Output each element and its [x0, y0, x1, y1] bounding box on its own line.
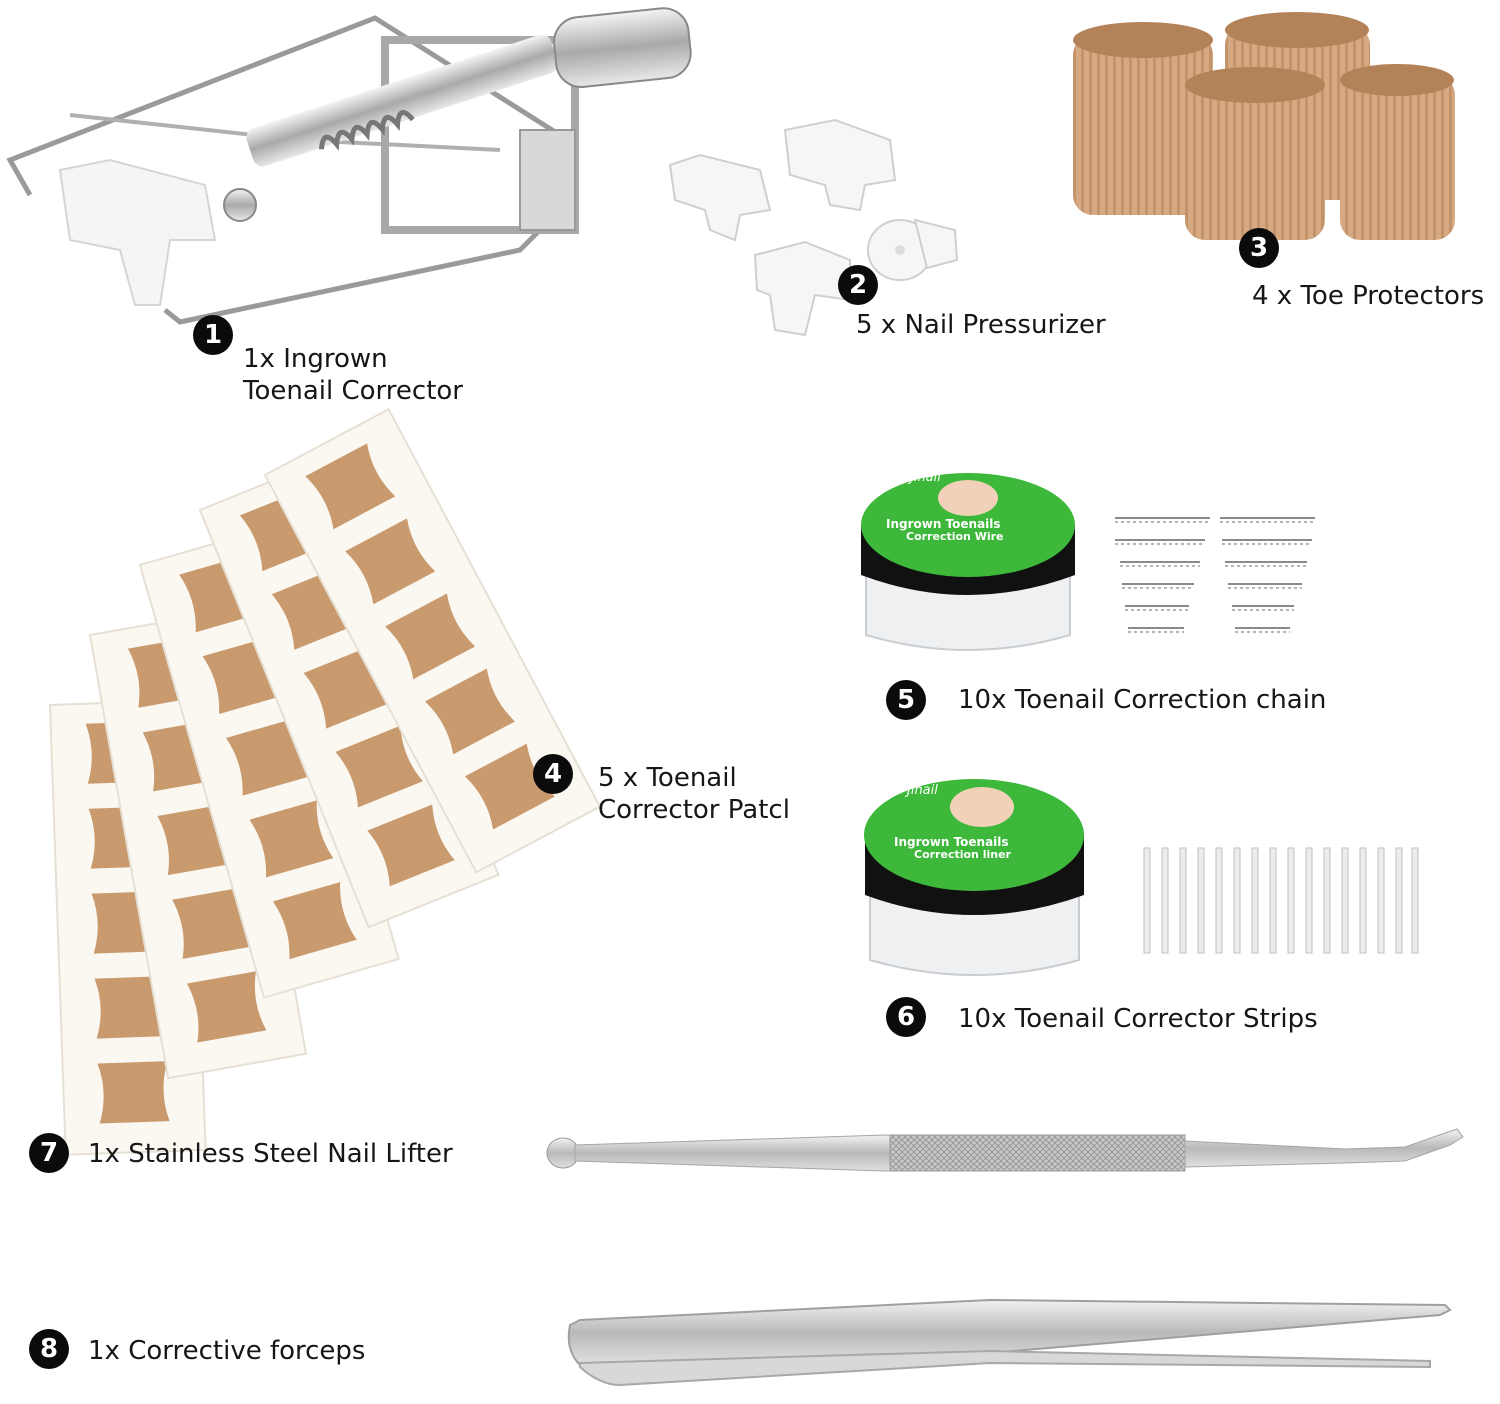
item-3-label: 4 x Toe Protectors	[1252, 281, 1485, 311]
item-3-number-badge: 3	[1239, 228, 1279, 268]
toe-protector-icon	[1073, 12, 1455, 240]
item-4-label: 5 x Toenail Corrector Patcl	[598, 762, 790, 826]
corrector-strip-icon	[1143, 847, 1419, 954]
item-8-label: 1x Corrective forceps	[88, 1336, 366, 1366]
liner-jar-line2: Correction liner	[914, 848, 1011, 861]
item-4-label-line1: 5 x Toenail	[598, 763, 737, 793]
item-1-number-badge: 1	[193, 315, 233, 355]
item-7-label: 1x Stainless Steel Nail Lifter	[88, 1139, 453, 1169]
toenail-corrector-icon	[6, 7, 692, 325]
wire-jar-brand: Jinail	[910, 470, 941, 485]
item-5-number-badge: 5	[886, 680, 926, 720]
nail-pressurizer-icon	[668, 118, 959, 337]
liner-jar-brand: Jinail	[907, 783, 938, 798]
item-1-label-line2: Toenail Corrector	[243, 376, 463, 406]
item-4-number-badge: 4	[533, 754, 573, 794]
forceps-icon	[567, 1298, 1452, 1387]
correction-liner-jar: Jinail Ingrown Toenails Correction liner	[862, 775, 1087, 985]
corrector-patch-icon	[30, 455, 590, 1015]
wire-jar-line1: Ingrown Toenails	[886, 517, 1001, 531]
nail-lifter-icon	[546, 1128, 1464, 1172]
correction-wire-jar: Jinail Ingrown Toenails Correction Wire	[858, 470, 1078, 660]
item-7-number-badge: 7	[29, 1133, 69, 1173]
item-4-label-line2: Corrector Patcl	[598, 795, 790, 825]
item-1-label-line1: 1x Ingrown	[243, 344, 388, 374]
item-2-label: 5 x Nail Pressurizer	[856, 310, 1106, 340]
item-5-label: 10x Toenail Correction chain	[958, 685, 1327, 715]
liner-jar-line1: Ingrown Toenails	[894, 835, 1009, 849]
item-1-label: 1x Ingrown Toenail Corrector	[243, 343, 463, 407]
wire-jar-line2: Correction Wire	[906, 530, 1004, 543]
item-6-number-badge: 6	[886, 997, 926, 1037]
correction-chain-icon	[1115, 517, 1315, 633]
item-6-label: 10x Toenail Corrector Strips	[958, 1004, 1318, 1034]
item-8-number-badge: 8	[29, 1329, 69, 1369]
item-2-number-badge: 2	[838, 265, 878, 305]
